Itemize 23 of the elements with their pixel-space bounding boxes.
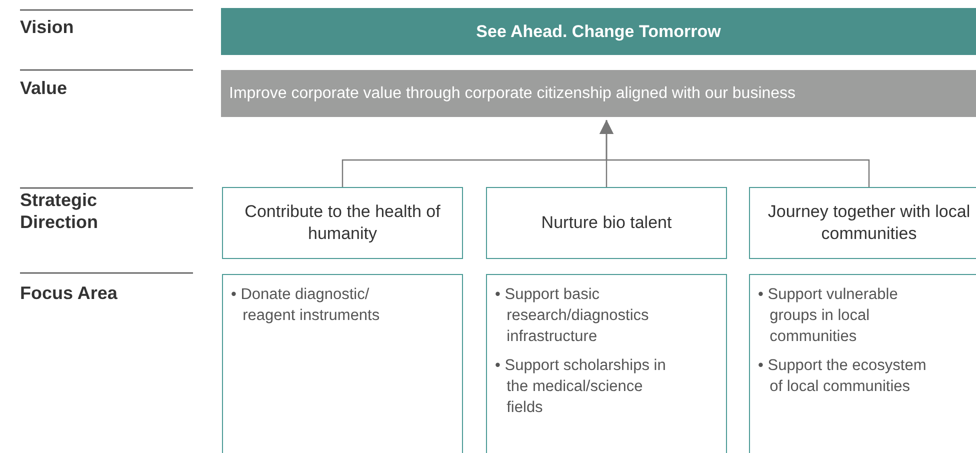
value-banner	[221, 70, 976, 117]
bullet-item: • Support vulnerable groups in local communities	[758, 285, 899, 347]
direction-box	[749, 187, 976, 259]
focus-area-box	[486, 274, 727, 453]
row-label: Vision	[20, 17, 75, 39]
bullet-item: • Support basic research/diagnostics infrastructure	[495, 285, 650, 347]
bullet-item: • Support scholarships in the medical/science fields	[495, 356, 667, 418]
bullet-item: • Support the ecosystem of local communities	[758, 356, 928, 397]
direction-text: Journey together with local communities	[766, 200, 972, 245]
direction-text: Nurture bio talent	[541, 212, 672, 234]
connector-arrow	[600, 120, 870, 187]
direction-box	[222, 187, 463, 259]
value-statement: Improve corporate value through corporate citizenship aligned with our business	[229, 84, 797, 102]
focus-area-box	[749, 274, 976, 453]
row-label: Focus Area	[20, 283, 118, 305]
row-label: Value	[20, 78, 68, 100]
bullet-item: • Donate diagnostic/ reagent instruments	[231, 285, 381, 326]
focus-area-box	[222, 274, 463, 453]
row-label: Strategic Direction	[20, 190, 100, 234]
vision-statement: See Ahead. Change Tomorrow	[476, 22, 721, 42]
direction-box	[486, 187, 727, 259]
vision-banner	[221, 8, 976, 55]
direction-text: Contribute to the health of humanity	[244, 200, 442, 245]
